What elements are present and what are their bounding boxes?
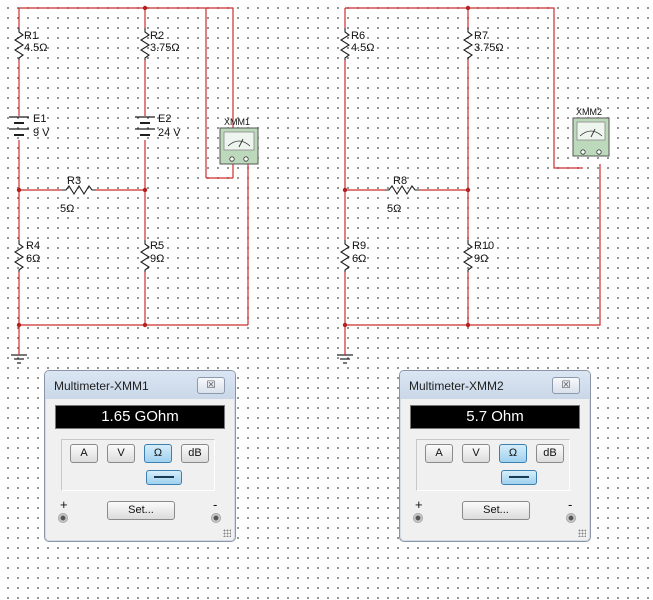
close-button[interactable]: ☒ xyxy=(197,377,225,394)
r8-ref-label: R8 xyxy=(393,175,407,187)
positive-terminal-label: + xyxy=(60,497,68,512)
positive-terminal[interactable] xyxy=(58,513,68,523)
mode-ohmmeter-button[interactable]: Ω xyxy=(144,444,172,463)
r8-value-label: 5Ω xyxy=(387,203,401,215)
multimeter-display: 5.7 Ohm xyxy=(410,405,580,429)
resistor-r5[interactable] xyxy=(139,240,151,272)
resize-grip[interactable] xyxy=(223,529,231,537)
r5-value-label: 9Ω xyxy=(150,253,164,265)
multimeter-symbol-xmm2[interactable] xyxy=(572,117,610,157)
xmm1-symbol-label: XMM1 xyxy=(224,117,250,127)
resistor-r6[interactable] xyxy=(339,28,351,60)
close-button[interactable]: ☒ xyxy=(552,377,580,394)
multimeter-reading: 1.65 GOhm xyxy=(101,408,179,425)
signal-dc-button[interactable] xyxy=(146,470,182,485)
r6-value-label: 4.5Ω xyxy=(351,42,375,54)
junction-dots xyxy=(16,5,471,328)
mode-ammeter-button[interactable]: A xyxy=(70,444,98,463)
resistor-r2[interactable] xyxy=(139,28,151,60)
battery-e1[interactable] xyxy=(9,116,29,136)
multimeter-window-xmm2: Multimeter-XMM2 ☒ 5.7 Ohm A V Ω dB Set..… xyxy=(399,370,591,542)
negative-terminal[interactable] xyxy=(211,513,221,523)
r6-ref-label: R6 xyxy=(351,30,365,42)
resistor-r1[interactable] xyxy=(13,28,25,60)
mode-ohmmeter-button[interactable]: Ω xyxy=(499,444,527,463)
multimeter-window-xmm1: Multimeter-XMM1 ☒ 1.65 GOhm A V Ω dB Set… xyxy=(44,370,236,542)
resistor-r10[interactable] xyxy=(462,240,474,272)
signal-dc-button[interactable] xyxy=(501,470,537,485)
e1-ref-label: E1 xyxy=(33,113,46,125)
battery-e2[interactable] xyxy=(135,116,155,136)
resistor-r7[interactable] xyxy=(462,28,474,60)
r2-value-label: 3.75Ω xyxy=(150,42,180,54)
multimeter-display: 1.65 GOhm xyxy=(55,405,225,429)
multimeter-reading: 5.7 Ohm xyxy=(466,408,524,425)
r1-value-label: 4.5Ω xyxy=(24,42,48,54)
resize-grip[interactable] xyxy=(578,529,586,537)
positive-terminal-label: + xyxy=(415,497,423,512)
r1-ref-label: R1 xyxy=(24,30,38,42)
window-title: Multimeter-XMM1 xyxy=(54,379,149,393)
r4-value-label: 6Ω xyxy=(26,253,40,265)
r10-value-label: 9Ω xyxy=(474,253,488,265)
ground-icon xyxy=(11,348,27,364)
resistor-r3[interactable] xyxy=(62,184,96,196)
mode-panel: A V Ω dB xyxy=(416,439,570,491)
mode-voltmeter-button[interactable]: V xyxy=(462,444,490,463)
e2-value-label: 24 V xyxy=(158,127,181,139)
mode-decibel-button[interactable]: dB xyxy=(181,444,209,463)
mode-voltmeter-button[interactable]: V xyxy=(107,444,135,463)
resistor-r8[interactable] xyxy=(385,184,419,196)
mode-ammeter-button[interactable]: A xyxy=(425,444,453,463)
resistor-r9[interactable] xyxy=(339,240,351,272)
mode-panel: A V Ω dB xyxy=(61,439,215,491)
negative-terminal-label: - xyxy=(568,497,573,512)
r3-value-label: 5Ω xyxy=(60,203,74,215)
positive-terminal[interactable] xyxy=(413,513,423,523)
xmm2-symbol-label: XMM2 xyxy=(576,107,602,117)
negative-terminal[interactable] xyxy=(566,513,576,523)
resistor-r4[interactable] xyxy=(13,240,25,272)
mode-decibel-button[interactable]: dB xyxy=(536,444,564,463)
r5-ref-label: R5 xyxy=(150,240,164,252)
circuit-2-wires xyxy=(344,7,601,348)
ground-icon xyxy=(337,348,353,364)
window-titlebar[interactable]: Multimeter-XMM2 ☒ xyxy=(400,371,590,399)
multimeter-symbol-xmm1[interactable] xyxy=(219,127,259,165)
circuit-1-wires xyxy=(18,7,249,348)
r4-ref-label: R4 xyxy=(26,240,40,252)
r2-ref-label: R2 xyxy=(150,30,164,42)
r7-ref-label: R7 xyxy=(474,30,488,42)
e1-value-label: 9 V xyxy=(33,127,50,139)
r10-ref-label: R10 xyxy=(474,240,494,252)
r7-value-label: 3.75Ω xyxy=(474,42,504,54)
set-button[interactable]: Set... xyxy=(462,501,530,520)
r3-ref-label: R3 xyxy=(67,175,81,187)
e2-ref-label: E2 xyxy=(158,113,171,125)
r9-value-label: 6Ω xyxy=(352,253,366,265)
window-title: Multimeter-XMM2 xyxy=(409,379,504,393)
set-button[interactable]: Set... xyxy=(107,501,175,520)
negative-terminal-label: - xyxy=(213,497,218,512)
r9-ref-label: R9 xyxy=(352,240,366,252)
window-titlebar[interactable]: Multimeter-XMM1 ☒ xyxy=(45,371,235,399)
